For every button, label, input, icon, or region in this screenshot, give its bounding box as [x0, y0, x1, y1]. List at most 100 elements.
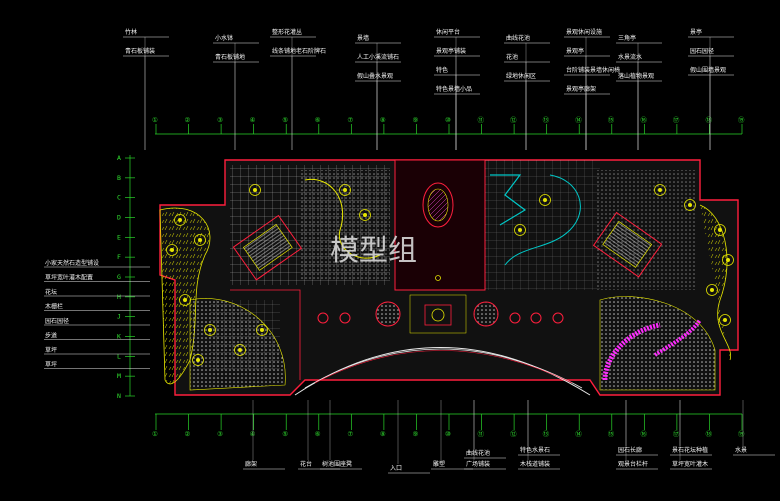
axis-bottom-label: ⑤ [282, 430, 288, 438]
axis-left-label: A [117, 154, 121, 162]
axis-top-label: ⑨ [412, 116, 418, 124]
callout-bottom-label: 园石长廊 [618, 446, 642, 454]
callout-top-label: 花池 [506, 53, 518, 61]
axis-left-label: K [117, 333, 121, 341]
callout-top-label: 竹林 [125, 28, 137, 36]
axis-top-label: ⑪ [478, 116, 485, 124]
axis-top-label: ② [185, 116, 191, 124]
axis-bottom-label: ⑭ [575, 430, 582, 438]
callout-top-label: 景墙 [357, 34, 369, 42]
callout-bottom-label: 特色水景石 [520, 446, 550, 454]
axis-bottom-label: ④ [250, 430, 256, 438]
callout-left-label: 草坪 [45, 361, 57, 369]
axis-bottom-label: ① [152, 430, 158, 438]
callout-top-label: 水景流水 [618, 53, 642, 61]
callout-top-label: 曲线花池 [506, 34, 530, 42]
axis-markers-bottom: ① ② ③ ④ ⑤ ⑥ ⑦ ⑧ ⑨ ⑩ ⑪ ⑫ ⑬ ⑭ ⑮ ⑯ ⑰ ⑱ ⑲ [152, 414, 745, 438]
axis-bottom-label: ⑩ [445, 430, 451, 438]
callout-bottom-label: 曲线花池 [466, 449, 490, 457]
callouts-bottom: 廊架花台树池围座凳入口雕塑曲线花池广场铺装特色水景石木栈道铺装园石长廊观景台栏杆… [243, 400, 775, 474]
callout-bottom-label: 广场铺装 [466, 460, 490, 468]
callout-top-label: 景观亭铺装 [436, 47, 466, 55]
axis-left-label: E [117, 233, 121, 241]
axis-bottom-label: ⑥ [315, 430, 321, 438]
callout-bottom-label: 水景 [735, 446, 747, 454]
axis-top-label: ⑫ [510, 116, 517, 124]
tree-symbols [166, 184, 734, 366]
axis-top-label: ⑱ [705, 116, 712, 124]
callout-bottom-label: 树池围座凳 [322, 460, 352, 468]
callout-top-label: 小水钵 [215, 34, 233, 42]
axis-left-label: D [117, 214, 121, 222]
axis-top-label: ⑰ [673, 116, 680, 124]
axis-left-label: J [117, 313, 121, 321]
callout-left-label: 步道 [45, 332, 57, 340]
watermark: 模型组 [330, 233, 417, 267]
axis-bottom-label: ⑮ [608, 430, 615, 438]
axis-bottom-label: ⑱ [705, 430, 712, 438]
axis-bottom-label: ⑯ [640, 430, 647, 438]
callout-top-label: 景观亭廊架 [566, 85, 596, 93]
callout-top-label: 景亭 [690, 28, 702, 36]
callout-top-label: 台阶铺装景墙休闲椅 [566, 66, 620, 74]
axis-left-label: N [117, 392, 121, 400]
axis-bottom-label: ⑧ [380, 430, 386, 438]
callout-top-label: 线条铺地老石阶牌石 [272, 47, 326, 55]
axis-bottom-label: ⑦ [347, 430, 353, 438]
axis-top-label: ⑩ [445, 116, 451, 124]
callout-top-label: 景观休闲设施 [566, 28, 602, 36]
callout-top-label: 人工小溪流铺石 [357, 53, 399, 61]
callout-top-label: 特色景墙小品 [436, 85, 472, 93]
axis-bottom-label: ⑬ [543, 430, 550, 438]
callout-top-label: 三角亭 [618, 34, 636, 42]
axis-bottom-label: ② [185, 430, 191, 438]
callout-top-label: 青石板铺装 [125, 47, 155, 55]
callout-top-label: 园石园径 [690, 47, 714, 55]
axis-top-label: ③ [217, 116, 223, 124]
axis-bottom-label: ③ [217, 430, 223, 438]
callout-top-label: 景观亭 [566, 47, 584, 55]
callout-bottom-label: 观景台栏杆 [618, 460, 648, 468]
axis-left-label: L [117, 352, 121, 360]
axis-bottom-label: ⑪ [478, 430, 485, 438]
planter-row [317, 275, 564, 327]
callout-left-label: 小家天然石造型铺设 [45, 259, 99, 267]
axis-left-label: C [117, 194, 121, 202]
arched-boardwalk [294, 347, 591, 396]
callout-left-label: 草坪宽叶灌木配置 [45, 274, 93, 282]
axis-top-label: ④ [250, 116, 256, 124]
axis-top-label: ⑦ [347, 116, 353, 124]
callout-bottom-label: 草坪宽叶灌木 [672, 460, 708, 468]
callout-bottom-label: 景石花坛种植 [672, 446, 708, 454]
axis-bottom-label: ⑰ [673, 430, 680, 438]
callout-bottom-label: 雕塑 [433, 460, 445, 468]
callout-bottom-label: 花台 [300, 460, 312, 468]
callout-top-label: 假山围墙景观 [690, 66, 726, 74]
right-garden [485, 160, 732, 391]
callout-top-label: 绿地休闲区 [506, 72, 536, 80]
axis-bottom-label: ⑨ [412, 430, 418, 438]
callout-top-label: 整形花灌丛 [272, 28, 302, 36]
callouts-top: 竹林青石板铺装小水钵青石板铺地整形花灌丛线条铺地老石阶牌石景墙人工小溪流铺石假山… [123, 28, 734, 150]
axis-left-label: H [117, 293, 121, 301]
axis-top-label: ⑧ [380, 116, 386, 124]
callout-bottom-label: 廊架 [245, 460, 257, 468]
axis-left-label: G [117, 273, 121, 281]
axis-top-label: ⑭ [575, 116, 582, 124]
callout-left-label: 园石园径 [45, 317, 69, 325]
axis-bottom-label: ⑲ [738, 430, 745, 438]
axis-top-label: ⑲ [738, 116, 745, 124]
callout-top-label: 假山叠水景观 [357, 72, 393, 80]
central-plaza [394, 159, 486, 334]
callout-left-label: 花坛 [45, 288, 57, 296]
axis-left-label: B [117, 174, 121, 182]
axis-bottom-label: ⑫ [510, 430, 517, 438]
axis-top-label: ⑥ [315, 116, 321, 124]
callout-top-label: 休闲平台 [436, 28, 460, 36]
axis-left-label: M [117, 372, 121, 380]
callout-top-label: 青石板铺地 [215, 53, 245, 61]
callout-left-label: 草坪 [45, 346, 57, 354]
axis-top-label: ⑮ [608, 116, 615, 124]
